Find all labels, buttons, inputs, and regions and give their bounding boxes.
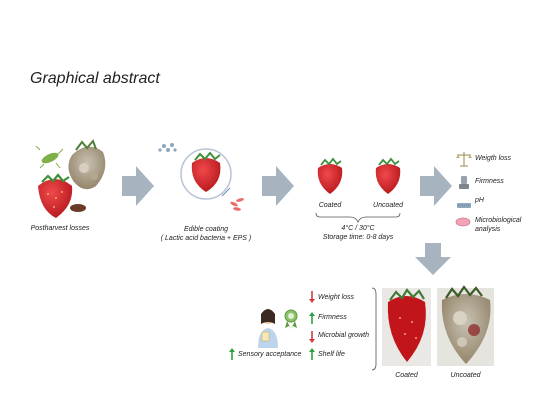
sensory-acceptance-label: Sensory acceptance	[238, 351, 302, 358]
effect-arrow-sensory-acceptance	[229, 348, 235, 360]
analysis-ph-label: pH	[475, 197, 484, 204]
analysis-weight-loss-label: Weigth loss	[475, 155, 512, 162]
uncoated-photo-label: Uncoated	[450, 372, 481, 379]
graphical-abstract-title: Graphical abstract	[30, 70, 160, 87]
stage2-illustration	[158, 143, 244, 211]
stage1-caption: Postharvest losses	[30, 225, 90, 232]
uncoated-strawberry-photo	[437, 285, 494, 366]
balance-icon	[456, 152, 472, 167]
effect-microbial-growth-label: Microbial growth	[318, 332, 369, 339]
storage-time: Storage time: 0-8 days	[322, 234, 394, 241]
bacteria-icon	[35, 145, 86, 212]
stage2-caption-line2: ( Lactic acid bacteria + EPS )	[160, 235, 252, 242]
ph-meter-icon	[457, 203, 471, 208]
effect-weight-loss-label: Weight loss	[318, 294, 355, 301]
storage-temperature: 4°C / 30°C	[341, 225, 375, 232]
strawberry-icon	[38, 173, 73, 218]
stage2-caption-line1: Edible coating	[184, 226, 228, 233]
flow-arrow-down	[415, 243, 451, 275]
flow-arrow-1	[122, 166, 154, 206]
stage3-uncoated-label: Uncoated	[373, 202, 403, 209]
lactic-bacteria-icon	[221, 187, 244, 211]
stage3-coated-label: Coated	[318, 202, 342, 209]
petri-dish-icon	[455, 217, 471, 227]
effect-shelf-life-label: Shelf life	[318, 351, 345, 358]
effect-firmness-label: Firmness	[318, 314, 347, 321]
results-bracket	[371, 287, 377, 371]
uncoated-strawberry-small-icon	[375, 157, 401, 194]
penetrometer-icon	[459, 176, 469, 189]
effect-arrow-microbial-growth	[309, 331, 315, 343]
effect-arrow-firmness	[309, 312, 315, 324]
analysis-microbiological-label: Microbiological analysis	[475, 217, 522, 233]
award-ribbon-icon	[284, 309, 298, 329]
coated-photo-label: Coated	[395, 372, 418, 379]
storage-brace	[315, 212, 401, 224]
eps-cluster-icon	[158, 143, 177, 152]
moldy-strawberry-icon	[68, 139, 106, 190]
stage3-illustration	[315, 157, 401, 224]
coated-strawberry-small-icon	[317, 157, 343, 194]
coated-strawberry-icon	[180, 148, 232, 200]
flow-arrow-2	[262, 166, 294, 206]
flow-arrow-3	[420, 166, 452, 206]
effect-arrow-shelf-life	[309, 348, 315, 360]
analysis-firmness-label: Firmness	[475, 178, 504, 185]
effect-arrow-weight-loss	[309, 291, 315, 303]
stage1-illustration	[35, 139, 106, 218]
person-icon	[258, 309, 278, 348]
coated-strawberry-photo	[382, 288, 431, 366]
